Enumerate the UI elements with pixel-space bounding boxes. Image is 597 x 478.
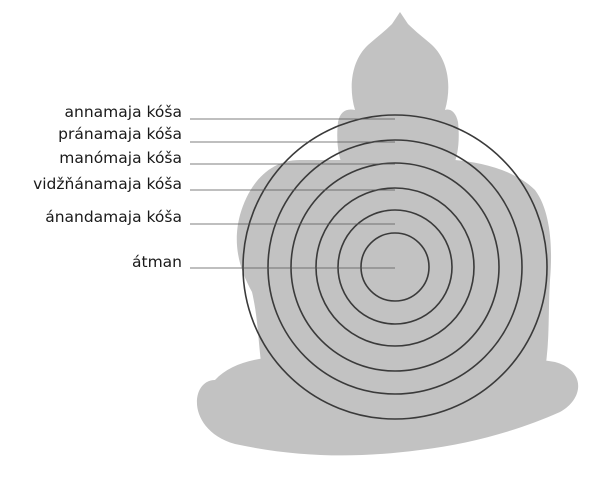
- label-anandamaja: ánandamaja kóša: [45, 208, 182, 226]
- label-pranamaja: pránamaja kóša: [58, 125, 182, 143]
- label-vidznanamaja: vidžňánamaja kóša: [33, 175, 182, 193]
- layer-labels: annamaja kóša pránamaja kóša manómaja kó…: [33, 103, 182, 271]
- label-manomaja: manómaja kóša: [59, 149, 182, 167]
- label-annamaja: annamaja kóša: [65, 103, 182, 121]
- silhouette-torso: [237, 160, 551, 370]
- silhouette-head: [337, 12, 459, 178]
- label-atman: átman: [132, 253, 182, 271]
